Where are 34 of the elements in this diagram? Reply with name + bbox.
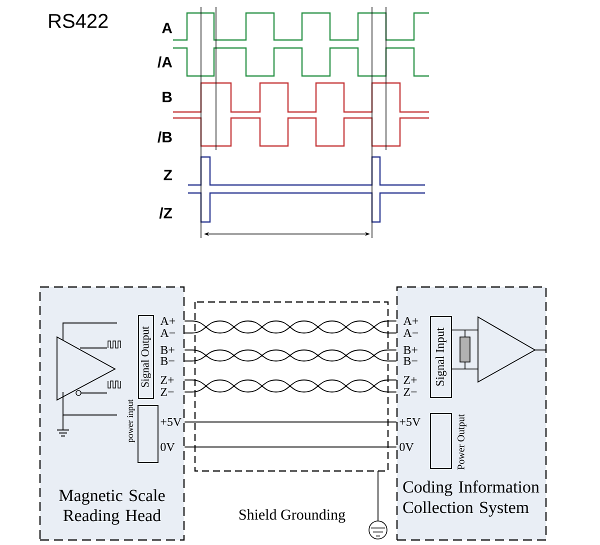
pin-label: A− [160,329,176,337]
title: RS422 [49,14,108,28]
connector-block: Signal Output [138,315,154,399]
connector-block: Signal Input [430,316,452,398]
pin-label: Z+ [404,376,417,384]
pin-label: B+ [160,346,174,354]
signal-label: /Z [159,207,172,219]
pin-label: +5V [400,418,420,426]
pin-label: B+ [404,346,418,354]
pin-label: A+ [403,317,418,325]
pin-label: A− [403,329,418,337]
pin-label: B− [160,357,174,365]
node-label: Power Output [458,414,466,470]
connector-block: power input [127,399,158,463]
twisted-pair [184,380,397,392]
node-label: power input [127,399,135,442]
pin-label: Z− [404,388,417,396]
connector-block: Power Output [430,413,466,470]
pin-label: 0V [400,442,414,452]
pin-label: A+ [160,317,176,325]
signal-label: B [162,92,172,102]
pin-label: Z− [160,388,174,396]
twisted-pair [184,350,397,362]
wire [184,446,397,448]
caption-text: Shield Grounding [239,509,346,523]
twisted-pair [184,320,397,334]
signal-label: /B [158,131,172,143]
pin-label: B− [404,357,418,365]
signal-label: Z [164,170,172,180]
pin-label: Z+ [160,376,174,384]
pin-label: 0V [160,442,175,452]
signal-label: /A [158,56,172,68]
signal-label: A [162,22,172,34]
pin-label: +5V [160,418,182,426]
